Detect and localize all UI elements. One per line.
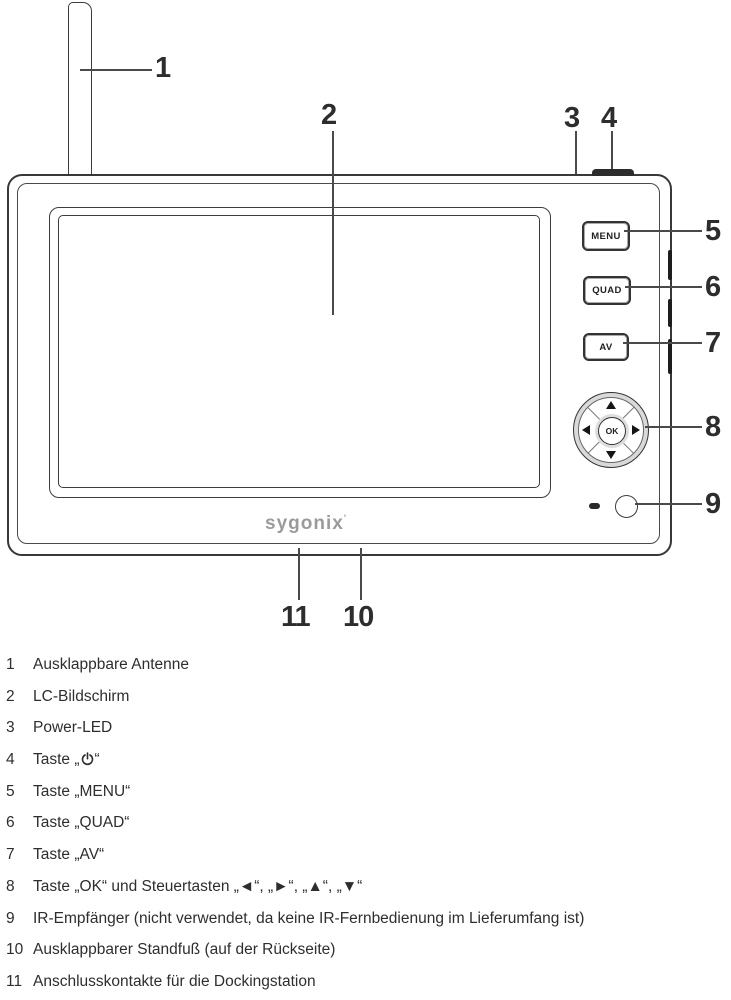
power-button <box>592 169 634 176</box>
legend-label: Taste „OK“ und Steuertasten „◄“, „►“, „▲… <box>33 877 731 897</box>
leader-line-5 <box>624 230 702 232</box>
legend-number: 2 <box>6 687 15 705</box>
side-button <box>668 339 672 374</box>
legend-item-7: 7 Taste „AV“ <box>0 845 731 877</box>
monitor-front-face <box>17 183 660 544</box>
legend-label: LC-Bildschirm <box>33 687 130 705</box>
legend-number: 5 <box>6 782 15 800</box>
callout-2: 2 <box>321 99 337 131</box>
legend-number: 9 <box>6 909 15 927</box>
av-button: AV <box>583 333 629 361</box>
legend-item-9: 9 IR-Empfänger (nicht verwendet, da kein… <box>0 909 731 941</box>
legend-label: Ausklappbare Antenne <box>33 656 189 673</box>
legend-label: IR-Empfänger (nicht verwendet, da keine … <box>33 909 585 927</box>
led-indicator <box>589 503 600 509</box>
callout-1: 1 <box>155 52 171 84</box>
leader-line-6 <box>625 286 702 288</box>
callout-10: 10 <box>343 601 374 633</box>
legend-label-text: Taste „OK“ und Steuertasten <box>33 877 234 895</box>
legend-item-2: 2 LC-Bildschirm <box>0 687 731 719</box>
brand-mark: ' <box>343 513 346 523</box>
legend-number: 4 <box>6 751 15 769</box>
leader-line-4 <box>611 131 613 169</box>
legend-item-3: 3 Power-LED <box>0 718 731 750</box>
callout-4: 4 <box>601 102 617 134</box>
leader-line-1 <box>80 69 152 71</box>
legend-label: Ausklappbarer Standfuß (auf der Rückseit… <box>33 941 336 959</box>
callout-3: 3 <box>564 102 580 134</box>
leader-line-10 <box>360 548 362 600</box>
directional-pad: OK <box>573 392 649 468</box>
lcd-screen-bezel <box>49 207 551 498</box>
legend-label: Taste „MENU“ <box>33 782 131 800</box>
ir-receiver <box>615 495 638 518</box>
ok-button: OK <box>598 417 626 445</box>
legend-label: Power-LED <box>33 719 113 737</box>
legend-number: 6 <box>6 814 15 832</box>
leader-line-9 <box>635 503 702 505</box>
legend-number: 10 <box>6 941 24 959</box>
side-button <box>668 299 672 327</box>
legend-number: 7 <box>6 846 15 864</box>
legend-number: 1 <box>6 656 15 673</box>
legend-label: Taste „AV“ <box>33 846 105 864</box>
leader-line-2 <box>332 131 334 315</box>
side-button <box>668 250 672 280</box>
legend-number: 8 <box>6 877 15 895</box>
legend-item-8: 8 Taste „OK“ und Steuertasten „◄“, „►“, … <box>0 877 731 909</box>
legend-item-6: 6 Taste „QUAD“ <box>0 813 731 845</box>
legend-label: Anschlusskontakte für die Dockingstation <box>33 972 316 990</box>
monitor-body: MENU QUAD AV OK sygonix' <box>7 174 672 556</box>
legend-label-text: “ <box>94 751 100 769</box>
leader-line-8 <box>645 426 702 428</box>
arrow-glyphs: „◄“, „►“, „▲“, „▼“ <box>233 877 363 895</box>
leader-line-7 <box>623 342 702 344</box>
callout-11: 11 <box>281 601 311 633</box>
leader-line-11 <box>298 548 300 600</box>
legend-label-text: Taste „ <box>33 751 80 769</box>
arrow-right-icon <box>632 425 640 435</box>
legend-label: Taste „ “ <box>33 750 731 770</box>
legend-item-10: 10 Ausklappbarer Standfuß (auf der Rücks… <box>0 940 731 972</box>
legend-item-11: 11 Anschlusskontakte für die Dockingstat… <box>0 972 731 1000</box>
arrow-left-icon <box>582 425 590 435</box>
callout-7: 7 <box>705 327 721 359</box>
callout-8: 8 <box>705 411 721 443</box>
legend-item-5: 5 Taste „MENU“ <box>0 782 731 814</box>
callout-6: 6 <box>705 271 721 303</box>
antenna-drawing <box>68 2 92 177</box>
lcd-screen <box>58 215 540 488</box>
legend-item-1: 1 Ausklappbare Antenne <box>0 655 731 687</box>
quad-button: QUAD <box>583 276 631 305</box>
arrow-down-icon <box>606 451 616 459</box>
arrow-up-icon <box>606 401 616 409</box>
callout-5: 5 <box>705 215 721 247</box>
legend-number: 11 <box>6 972 23 990</box>
menu-button: MENU <box>582 221 630 251</box>
legend-list: 1 Ausklappbare Antenne 2 LC-Bildschirm 3… <box>0 655 731 1000</box>
callout-9: 9 <box>705 488 721 520</box>
brand-text: sygonix <box>265 513 344 534</box>
legend-label: Taste „QUAD“ <box>33 814 130 832</box>
power-icon <box>81 752 93 766</box>
leader-line-3 <box>575 131 577 174</box>
brand-logo: sygonix' <box>265 513 346 535</box>
legend-item-4: 4 Taste „ “ <box>0 750 731 782</box>
legend-number: 3 <box>6 719 15 737</box>
